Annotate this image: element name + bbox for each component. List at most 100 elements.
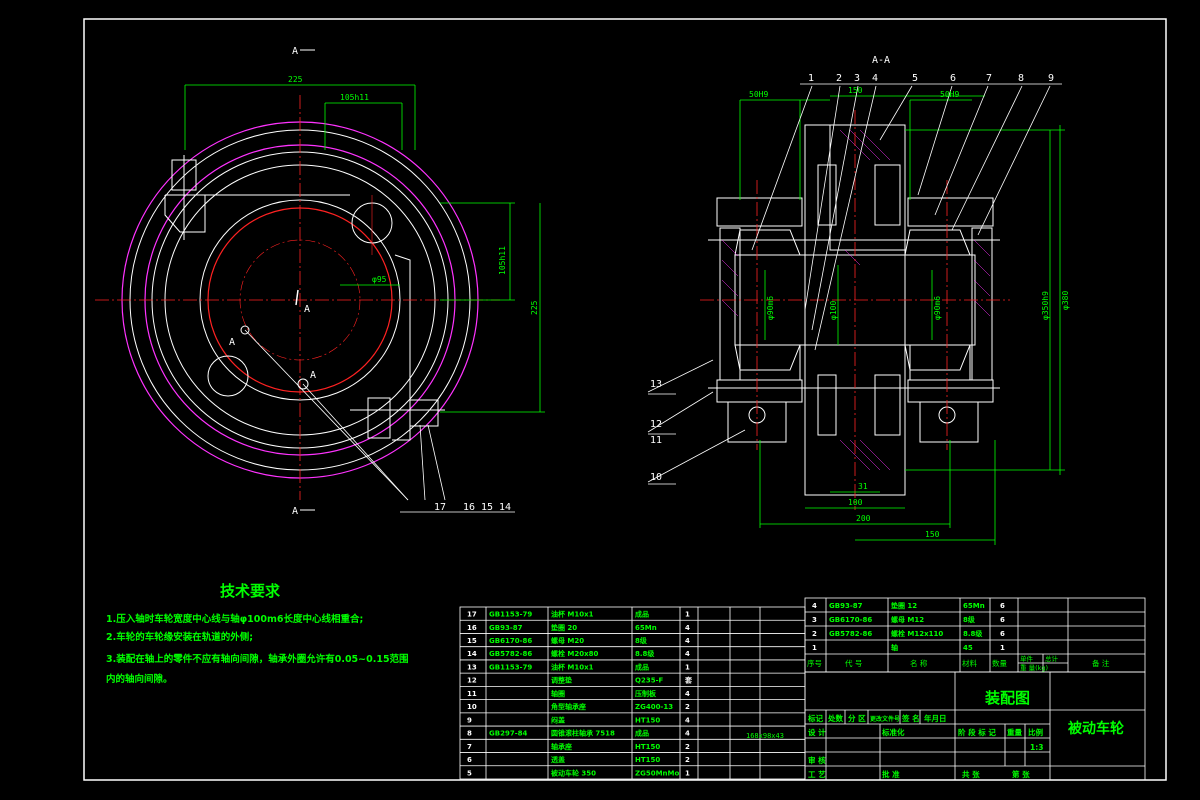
dim-50H9-right: 50H9 [940, 90, 959, 99]
part-3-name: 螺母 M12 [891, 615, 924, 624]
part-11-no: 11 [467, 690, 477, 698]
tech-req-line-3: 3.装配在轴上的零件不应有轴向间隙，轴承外圈允许有0.05~0.15范围 [106, 653, 409, 665]
part-2-mat: 8.8级 [963, 629, 983, 638]
hdr-w1: 单件 [1020, 654, 1034, 663]
balloon-16: 16 [463, 502, 475, 513]
balloon-2: 2 [836, 73, 842, 84]
balloon-11: 11 [650, 435, 662, 446]
part-8-qty: 4 [685, 730, 690, 738]
balloon-10: 10 [650, 472, 662, 483]
balloon-5: 5 [912, 73, 918, 84]
tb-count: 处数 [827, 713, 843, 723]
balloon-3: 3 [854, 73, 860, 84]
tb-sheet: 第 张 [1012, 769, 1030, 779]
part-9-qty: 4 [685, 716, 690, 724]
dim-225-side: 225 [530, 300, 539, 315]
part-1-no: 1 [812, 644, 817, 652]
part-4-no: 4 [812, 602, 817, 610]
part-13-code: GB1153-79 [489, 663, 532, 671]
part-15-mat: 8级 [635, 636, 648, 645]
part-5-name: 被动车轮 350 [551, 768, 596, 777]
part-6-qty: 2 [685, 756, 690, 764]
dim-200: 200 [856, 514, 871, 523]
title-block [804, 671, 1146, 781]
part-17-mat: 成品 [635, 610, 649, 619]
part-5-qty: 1 [685, 769, 690, 777]
balloon-1: 1 [808, 73, 814, 84]
dim-phi380: φ380 [1061, 291, 1070, 310]
dim-225-top: 225 [288, 75, 303, 84]
dim-100: 100 [848, 498, 863, 507]
part-7-no: 7 [467, 743, 472, 751]
tb-standard: 标准化 [881, 727, 905, 737]
part-2-name: 螺栓 M12x110 [891, 629, 943, 638]
part-4-mat: 65Mn [963, 602, 985, 610]
part-12-mat: Q235-F [635, 677, 663, 685]
lower-mark: A [310, 370, 316, 381]
dim-phi350h9: φ350h9 [1041, 291, 1050, 320]
section-mark-top: A [292, 46, 298, 57]
part-16-no: 16 [467, 624, 477, 632]
part-8-no: 8 [467, 730, 472, 738]
part-14-code: GB5782-86 [489, 650, 532, 658]
hdr-no: 序号 [807, 658, 822, 668]
part-12-name: 调整垫 [551, 676, 572, 685]
part-11-mat: 压制板 [635, 689, 657, 698]
part-17-name: 油杯 M10x1 [551, 610, 594, 619]
dim-phi100: φ100 [829, 301, 838, 320]
balloon-4: 4 [872, 73, 878, 84]
hdr-w2: 总计 [1045, 654, 1059, 663]
tb-process: 工 艺 [808, 769, 826, 779]
tb-sheets: 共 张 [962, 769, 980, 779]
center-mark: A [304, 304, 310, 315]
balloon-8: 8 [1018, 73, 1024, 84]
part-1-qty: 1 [1000, 644, 1005, 652]
part-17-qty: 1 [685, 611, 690, 619]
balloon-17: 17 [434, 502, 446, 513]
tb-weight: 重量 [1007, 727, 1022, 737]
part-10-name: 角型轴承座 [551, 702, 586, 711]
dim-150-top: 150 [848, 86, 863, 95]
part-14-qty: 4 [685, 650, 690, 658]
tb-mark: 标记 [807, 713, 823, 723]
tb-scale: 1:3 [1030, 743, 1043, 752]
drawing-type: 装配图 [984, 689, 1030, 707]
part-17-code: GB1153-79 [489, 611, 532, 619]
dim-105h11-top: 105h11 [340, 93, 369, 102]
dim-phi95: φ95 [372, 275, 387, 284]
tb-date: 年月日 [924, 713, 947, 723]
right-view [708, 124, 1000, 496]
section-label-AA: A-A [872, 55, 890, 66]
tb-approve: 批 准 [882, 769, 900, 779]
part-name: 被动车轮 [1068, 720, 1124, 737]
part-16-code: GB93-87 [489, 624, 523, 632]
parts-table-right [804, 597, 1146, 673]
part-16-mat: 65Mn [635, 624, 657, 632]
part-6-no: 6 [467, 756, 472, 764]
tb-zone: 分 区 [848, 713, 866, 723]
part-4-code: GB93-87 [829, 602, 863, 610]
part-9-name: 闷盖 [551, 715, 565, 724]
part-3-no: 3 [812, 616, 817, 624]
tb-stage: 阶 段 标 记 [958, 727, 996, 737]
part-9-no: 9 [467, 716, 472, 724]
left-view [95, 49, 545, 511]
part-10-no: 10 [467, 703, 477, 711]
hdr-code: 代 号 [845, 658, 862, 668]
part-15-name: 螺母 M20 [551, 636, 584, 645]
part-13-mat: 成品 [635, 662, 649, 671]
dim-31: 31 [858, 482, 868, 491]
tb-design: 设 计 [808, 727, 826, 737]
part-8-code: GB297-84 [489, 730, 527, 738]
part-5-mat: ZG50MnMo [635, 769, 679, 777]
part-2-qty: 6 [1000, 630, 1005, 638]
part-13-no: 13 [467, 663, 477, 671]
part-8-mat: 成品 [635, 729, 649, 738]
technical-requirements: 技术要求 1.压入轴时车轮宽度中心线与轴φ100m6长度中心线相重合; 2.车轮… [106, 582, 409, 685]
balloon-15: 15 [481, 502, 493, 513]
part-16-qty: 4 [685, 624, 690, 632]
part-12-qty: 套 [685, 676, 693, 685]
tb-scale-label: 比例 [1028, 727, 1044, 737]
